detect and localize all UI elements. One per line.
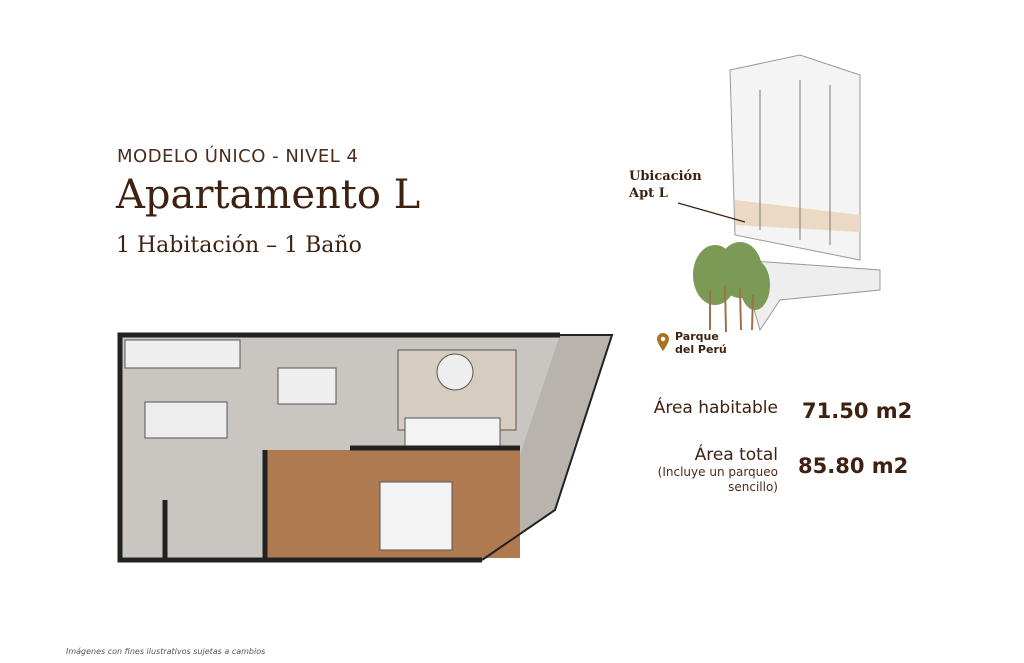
total-area-label: Área total (694, 445, 778, 465)
floor-plan (117, 332, 614, 563)
model-level: MODELO ÚNICO - NIVEL 4 (117, 146, 359, 167)
trees-icon (693, 242, 770, 333)
park-line2: del Perú (675, 343, 727, 356)
location-label-line1: Ubicación (629, 169, 702, 184)
page-title: Apartamento L (116, 172, 421, 218)
total-area-note: (Incluye un parqueo sencillo) (657, 465, 778, 494)
habitable-area-value: 71.50 m2 (802, 399, 913, 423)
rooms-summary: 1 Habitación – 1 Baño (116, 233, 362, 258)
park-line1: Parque (675, 330, 719, 343)
disclaimer: Imágenes con fines ilustrativos sujetas … (66, 647, 266, 656)
location-pin-icon (657, 333, 669, 351)
total-area-value: 85.80 m2 (798, 454, 909, 478)
building (729, 54, 881, 332)
habitable-area-label: Área habitable (653, 398, 778, 418)
arrow-icon (677, 202, 746, 223)
location-label-line2: Apt L (629, 186, 668, 201)
